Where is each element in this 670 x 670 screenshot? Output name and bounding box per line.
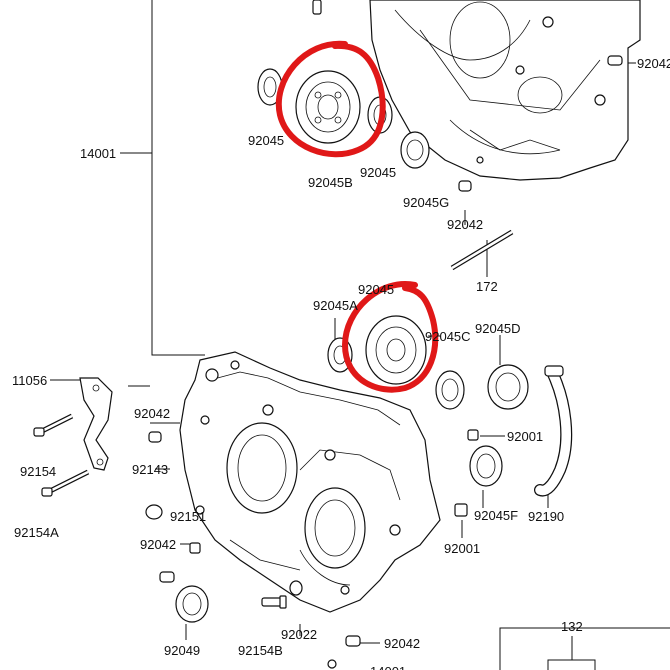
- dowel-pin-icon: [458, 180, 472, 192]
- label-14001-cut: 14001: [370, 664, 406, 670]
- lower-crankcase: [179, 351, 441, 613]
- label-92154: 92154: [20, 464, 56, 479]
- label-92022: 92022: [281, 627, 317, 642]
- bearing-92045c-icon: [435, 370, 465, 410]
- bearing-icon: [365, 315, 427, 385]
- stud-bolt-icon: [450, 229, 514, 271]
- plug-icon: [145, 504, 163, 520]
- label-92045D: 92045D: [475, 321, 521, 336]
- dowel-pin-icon: [159, 571, 175, 583]
- label-92042-bottom: 92042: [384, 636, 420, 651]
- label-92042-low: 92042: [140, 537, 176, 552]
- pin-icon: [327, 659, 337, 669]
- label-92045G: 92045G: [403, 195, 449, 210]
- dowel-pin-icon: [345, 635, 361, 647]
- label-92042-mid: 92042: [447, 217, 483, 232]
- label-92045-top-left: 92045: [248, 133, 284, 148]
- label-92045B: 92045B: [308, 175, 353, 190]
- label-172: 172: [476, 279, 498, 294]
- highlight-circle-bottom: [341, 281, 439, 393]
- label-92143: 92143: [132, 462, 168, 477]
- label-92045-top-right: 92045: [360, 165, 396, 180]
- highlight-circle-top: [275, 40, 386, 158]
- part-labels: 14001 92042 92045 92045B 92045 92045G 92…: [12, 56, 670, 670]
- dowel-pin-icon: [148, 431, 162, 443]
- label-92045F: 92045F: [474, 508, 518, 523]
- upper-crankcase: [369, 0, 641, 181]
- bearing-92045g-icon: [400, 131, 430, 169]
- label-92045-lower: 92045: [358, 282, 394, 297]
- label-92042-top-right: 92042: [637, 56, 670, 71]
- oil-seal-icon: [175, 585, 209, 623]
- hose-icon: [534, 365, 573, 497]
- label-92190: 92190: [528, 509, 564, 524]
- bolt-icon: [261, 595, 287, 609]
- label-92154B: 92154B: [238, 643, 283, 658]
- label-92042-left: 92042: [134, 406, 170, 421]
- label-92045C: 92045C: [425, 329, 471, 344]
- bracket-icon: [79, 377, 113, 471]
- dowel-pin-icon: [607, 55, 623, 66]
- label-92001-a: 92001: [507, 429, 543, 444]
- bolt-icon: [467, 429, 479, 441]
- label-92151: 92151: [170, 509, 206, 524]
- bolt-icon: [189, 542, 201, 554]
- bearing-92045b-icon: [295, 70, 361, 144]
- label-92049: 92049: [164, 643, 200, 658]
- washer-icon: [289, 580, 303, 596]
- bearing-92045f-icon: [469, 445, 503, 487]
- dowel-pin-icon: [312, 0, 322, 15]
- label-11056: 11056: [12, 373, 47, 388]
- bolt-icon: [454, 503, 468, 517]
- bolt-icon: [33, 413, 74, 437]
- label-14001: 14001: [80, 146, 116, 161]
- leader-lines: [50, 0, 670, 670]
- bolt-icon: [41, 469, 90, 497]
- label-92154A: 92154A: [14, 525, 59, 540]
- bearing-92045d-icon: [487, 364, 529, 410]
- label-92045A: 92045A: [313, 298, 358, 313]
- label-132: 132: [561, 619, 583, 634]
- label-92001-b: 92001: [444, 541, 480, 556]
